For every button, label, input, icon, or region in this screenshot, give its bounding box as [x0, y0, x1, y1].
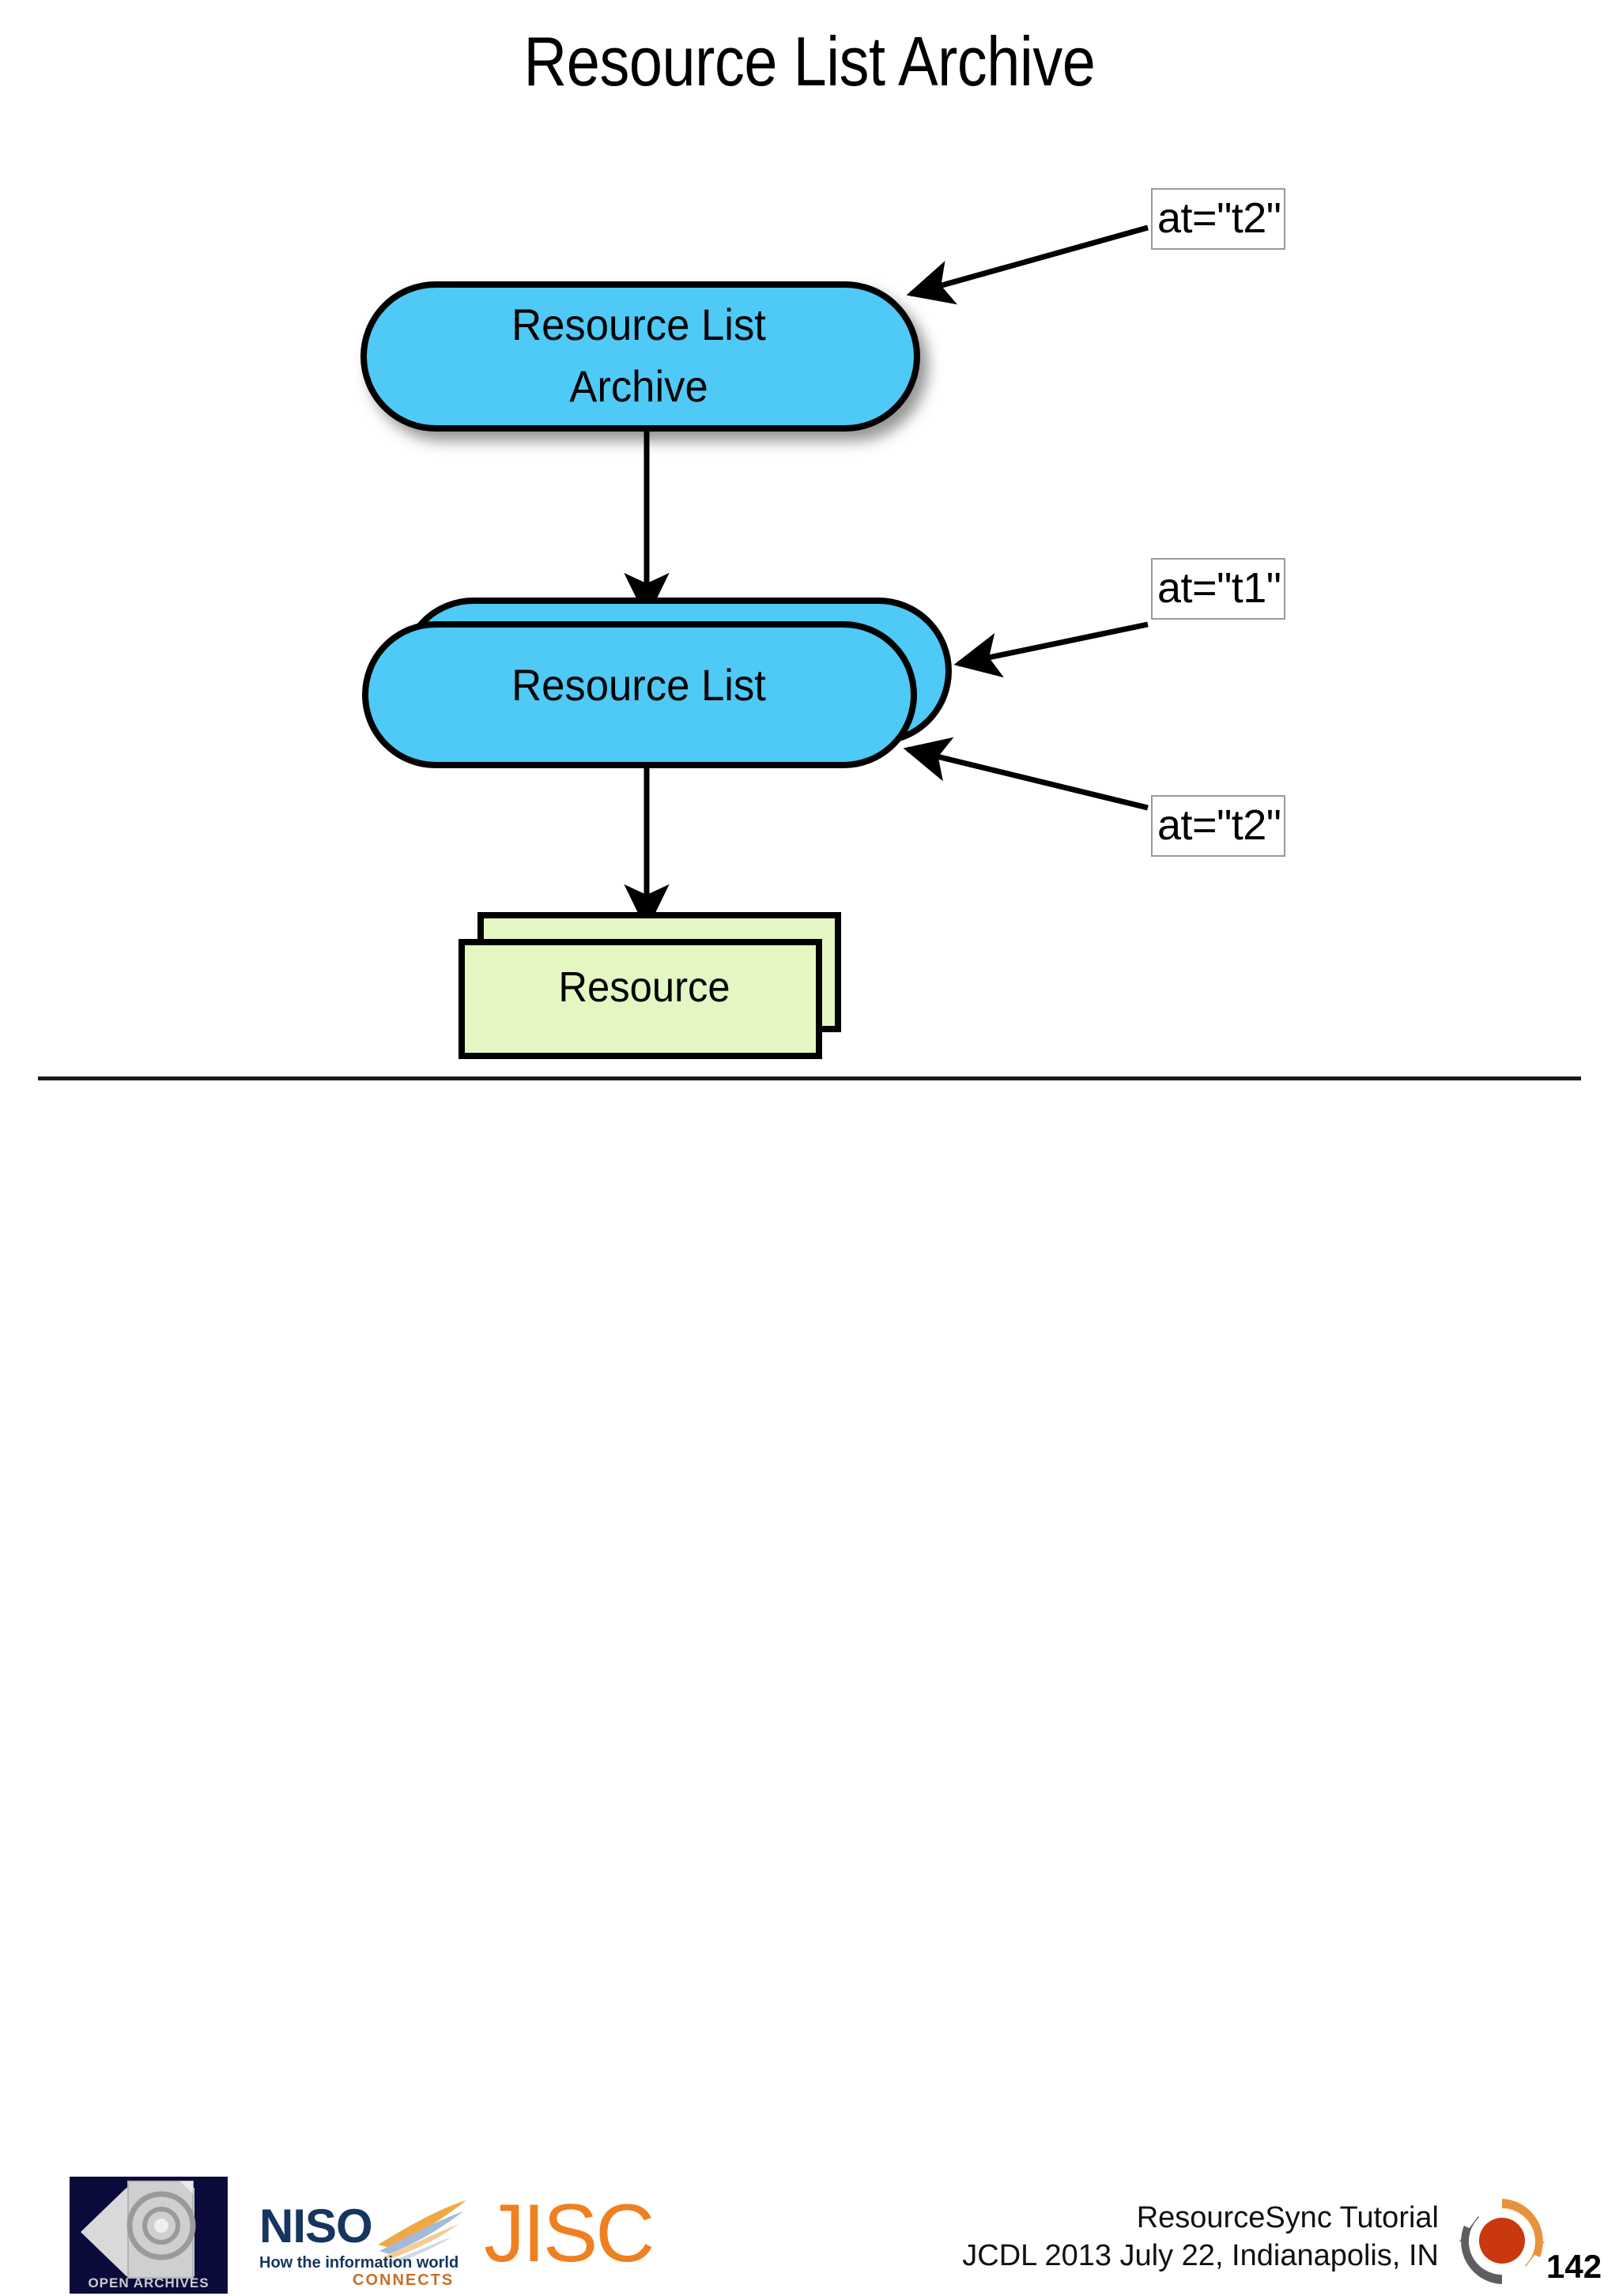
niso-tagline-2: CONNECTS — [353, 2271, 455, 2289]
node-resource-front — [459, 939, 822, 1059]
niso-wordmark: NISO — [259, 2200, 373, 2253]
footer-meta: ResourceSync Tutorial JCDL 2013 July 22,… — [838, 2199, 1439, 2275]
callout-at-t2-top: at="t2" — [1151, 188, 1286, 250]
page-number: 142 — [1546, 2248, 1602, 2285]
callout-line-t2-bottom — [903, 737, 1149, 811]
diagram-svg — [360, 224, 1149, 1059]
niso-logo: NISO How the information world CONNECTS — [259, 2199, 481, 2292]
niso-tagline-1: How the information world — [259, 2254, 459, 2271]
svg-text:OPEN ARCHIVES: OPEN ARCHIVES — [88, 2275, 209, 2290]
jisc-logo: JISC — [484, 2188, 655, 2279]
callout-at-t1: at="t1" — [1151, 558, 1286, 620]
callout-line-t1 — [953, 621, 1149, 678]
node-resource-list-front — [362, 621, 917, 768]
open-archives-logo: OPEN ARCHIVES — [70, 2177, 228, 2294]
footer-divider — [38, 1076, 1581, 1080]
callout-line-t2-top — [906, 224, 1149, 305]
resourcesync-logo — [1451, 2191, 1553, 2292]
node-resource-list[interactable] — [362, 598, 952, 768]
page-title: Resource List Archive — [523, 22, 1096, 100]
node-resource[interactable] — [459, 912, 841, 1059]
callout-at-t2-bottom: at="t2" — [1151, 795, 1286, 857]
slide-footer: OPEN ARCHIVES NISO How the information w… — [0, 1081, 1619, 2294]
footer-line-1: ResourceSync Tutorial — [1136, 2201, 1439, 2234]
diagram-canvas: Resource List Archive Resource List Reso… — [0, 0, 1619, 1075]
footer-line-2: JCDL 2013 July 22, Indianapolis, IN — [962, 2239, 1439, 2272]
node-resource-list-archive[interactable] — [360, 281, 920, 432]
